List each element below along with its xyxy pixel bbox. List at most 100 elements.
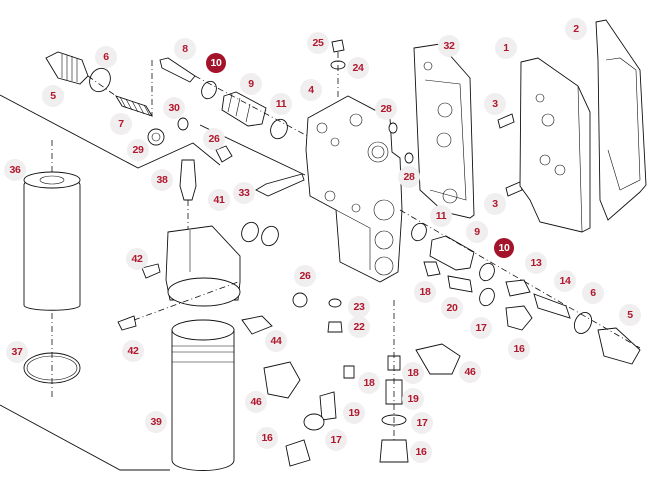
callout-13[interactable]: 13 bbox=[525, 252, 547, 274]
callout-24[interactable]: 24 bbox=[347, 57, 369, 79]
callout-9[interactable]: 9 bbox=[466, 221, 488, 243]
part-9-cartridge-upper bbox=[221, 91, 267, 127]
base-plate-edge bbox=[0, 94, 221, 169]
callout-5[interactable]: 5 bbox=[619, 304, 641, 326]
part-3-screw-lower bbox=[505, 181, 523, 197]
part-3-screw-upper bbox=[497, 113, 515, 129]
part-38-sensor bbox=[179, 159, 197, 240]
callout-20[interactable]: 20 bbox=[441, 297, 463, 319]
part-33-bolt bbox=[255, 173, 305, 197]
callout-26[interactable]: 26 bbox=[203, 128, 225, 150]
part-20-spring bbox=[447, 275, 473, 293]
part-36-filter-element bbox=[23, 140, 81, 311]
callout-29[interactable]: 29 bbox=[127, 139, 149, 161]
part-18-poppet-right bbox=[423, 261, 441, 277]
part-25-screw bbox=[331, 39, 345, 53]
part-28-oring-b bbox=[404, 152, 414, 164]
callout-41[interactable]: 41 bbox=[208, 189, 230, 211]
callout-46[interactable]: 46 bbox=[459, 361, 481, 383]
callout-42[interactable]: 42 bbox=[122, 340, 144, 362]
callout-8[interactable]: 8 bbox=[174, 38, 196, 60]
part-46-fitting-left bbox=[263, 361, 301, 399]
callout-33[interactable]: 33 bbox=[233, 182, 255, 204]
callout-25[interactable]: 25 bbox=[307, 32, 329, 54]
callout-6[interactable]: 6 bbox=[95, 46, 117, 68]
callout-22[interactable]: 22 bbox=[348, 316, 370, 338]
callout-28[interactable]: 28 bbox=[398, 166, 420, 188]
part-6-oring-right bbox=[573, 312, 593, 334]
part-42-bolt-lower bbox=[117, 315, 137, 331]
callout-3[interactable]: 3 bbox=[484, 93, 506, 115]
callout-32[interactable]: 32 bbox=[438, 35, 460, 57]
part-6-oring-left bbox=[89, 67, 111, 93]
part-16-plug-left bbox=[285, 439, 311, 467]
part-41-oring-b bbox=[261, 225, 279, 247]
callout-37[interactable]: 37 bbox=[6, 341, 28, 363]
callout-30[interactable]: 30 bbox=[163, 97, 185, 119]
callout-11[interactable]: 11 bbox=[270, 93, 292, 115]
callout-10-highlighted[interactable]: 10 bbox=[494, 238, 514, 258]
callout-46[interactable]: 46 bbox=[245, 391, 267, 413]
callout-16[interactable]: 16 bbox=[410, 441, 432, 463]
axis-line bbox=[194, 75, 316, 141]
part-14-strainer bbox=[533, 293, 571, 319]
callout-5[interactable]: 5 bbox=[42, 85, 64, 107]
part-29-plug bbox=[147, 128, 165, 146]
callout-1[interactable]: 1 bbox=[495, 37, 517, 59]
part-18-poppet-left bbox=[343, 365, 355, 379]
part-42-bolt-upper bbox=[141, 263, 161, 279]
callout-3[interactable]: 3 bbox=[484, 193, 506, 215]
filter-head bbox=[165, 225, 241, 307]
callout-38[interactable]: 38 bbox=[151, 169, 173, 191]
callout-39[interactable]: 39 bbox=[145, 411, 167, 433]
callout-44[interactable]: 44 bbox=[265, 330, 287, 352]
part-26-plug-lower bbox=[292, 292, 308, 308]
part-4-valve-block bbox=[305, 95, 403, 283]
callout-2[interactable]: 2 bbox=[565, 18, 587, 40]
part-1-cover-plate bbox=[519, 57, 591, 233]
part-2-gasket bbox=[595, 19, 647, 221]
part-16-plug-right bbox=[505, 305, 533, 331]
part-5-fitting-left bbox=[45, 51, 89, 85]
part-10-oring-lower bbox=[479, 262, 495, 282]
callout-11[interactable]: 11 bbox=[430, 205, 452, 227]
callout-16[interactable]: 16 bbox=[256, 427, 278, 449]
part-46-fitting-right bbox=[415, 343, 461, 375]
callout-17[interactable]: 17 bbox=[325, 429, 347, 451]
callout-23[interactable]: 23 bbox=[348, 296, 370, 318]
callout-28[interactable]: 28 bbox=[375, 98, 397, 120]
callout-6[interactable]: 6 bbox=[582, 282, 604, 304]
callout-16[interactable]: 16 bbox=[508, 338, 530, 360]
callout-17[interactable]: 17 bbox=[411, 412, 433, 434]
callout-14[interactable]: 14 bbox=[554, 270, 576, 292]
callout-17[interactable]: 17 bbox=[470, 317, 492, 339]
callout-36[interactable]: 36 bbox=[4, 159, 26, 181]
callout-10-highlighted[interactable]: 10 bbox=[206, 53, 226, 73]
part-26-plug-upper bbox=[215, 145, 233, 163]
callout-9[interactable]: 9 bbox=[240, 73, 262, 95]
callout-18[interactable]: 18 bbox=[358, 372, 380, 394]
axis-line bbox=[87, 75, 117, 97]
callout-42[interactable]: 42 bbox=[126, 248, 148, 270]
part-28-oring-a bbox=[388, 122, 398, 134]
callout-19[interactable]: 19 bbox=[343, 402, 365, 424]
callout-18[interactable]: 18 bbox=[414, 281, 436, 303]
callout-18[interactable]: 18 bbox=[402, 362, 424, 384]
part-17-oring-left bbox=[303, 413, 325, 431]
callout-7[interactable]: 7 bbox=[110, 113, 132, 135]
part-16-plug-middle bbox=[379, 439, 409, 463]
callout-26[interactable]: 26 bbox=[294, 265, 316, 287]
part-11-oring-lower bbox=[411, 222, 427, 242]
part-19-spring-left bbox=[319, 391, 337, 421]
part-8-spool bbox=[159, 57, 196, 83]
callout-19[interactable]: 19 bbox=[402, 388, 424, 410]
part-22-plug bbox=[327, 321, 343, 333]
part-23-washer bbox=[328, 298, 342, 308]
part-11-oring-upper bbox=[270, 118, 288, 140]
part-10-oring-upper bbox=[201, 80, 217, 100]
part-41-oring-a bbox=[241, 221, 259, 243]
callout-4[interactable]: 4 bbox=[300, 79, 322, 101]
part-18-poppet-middle bbox=[387, 355, 401, 371]
